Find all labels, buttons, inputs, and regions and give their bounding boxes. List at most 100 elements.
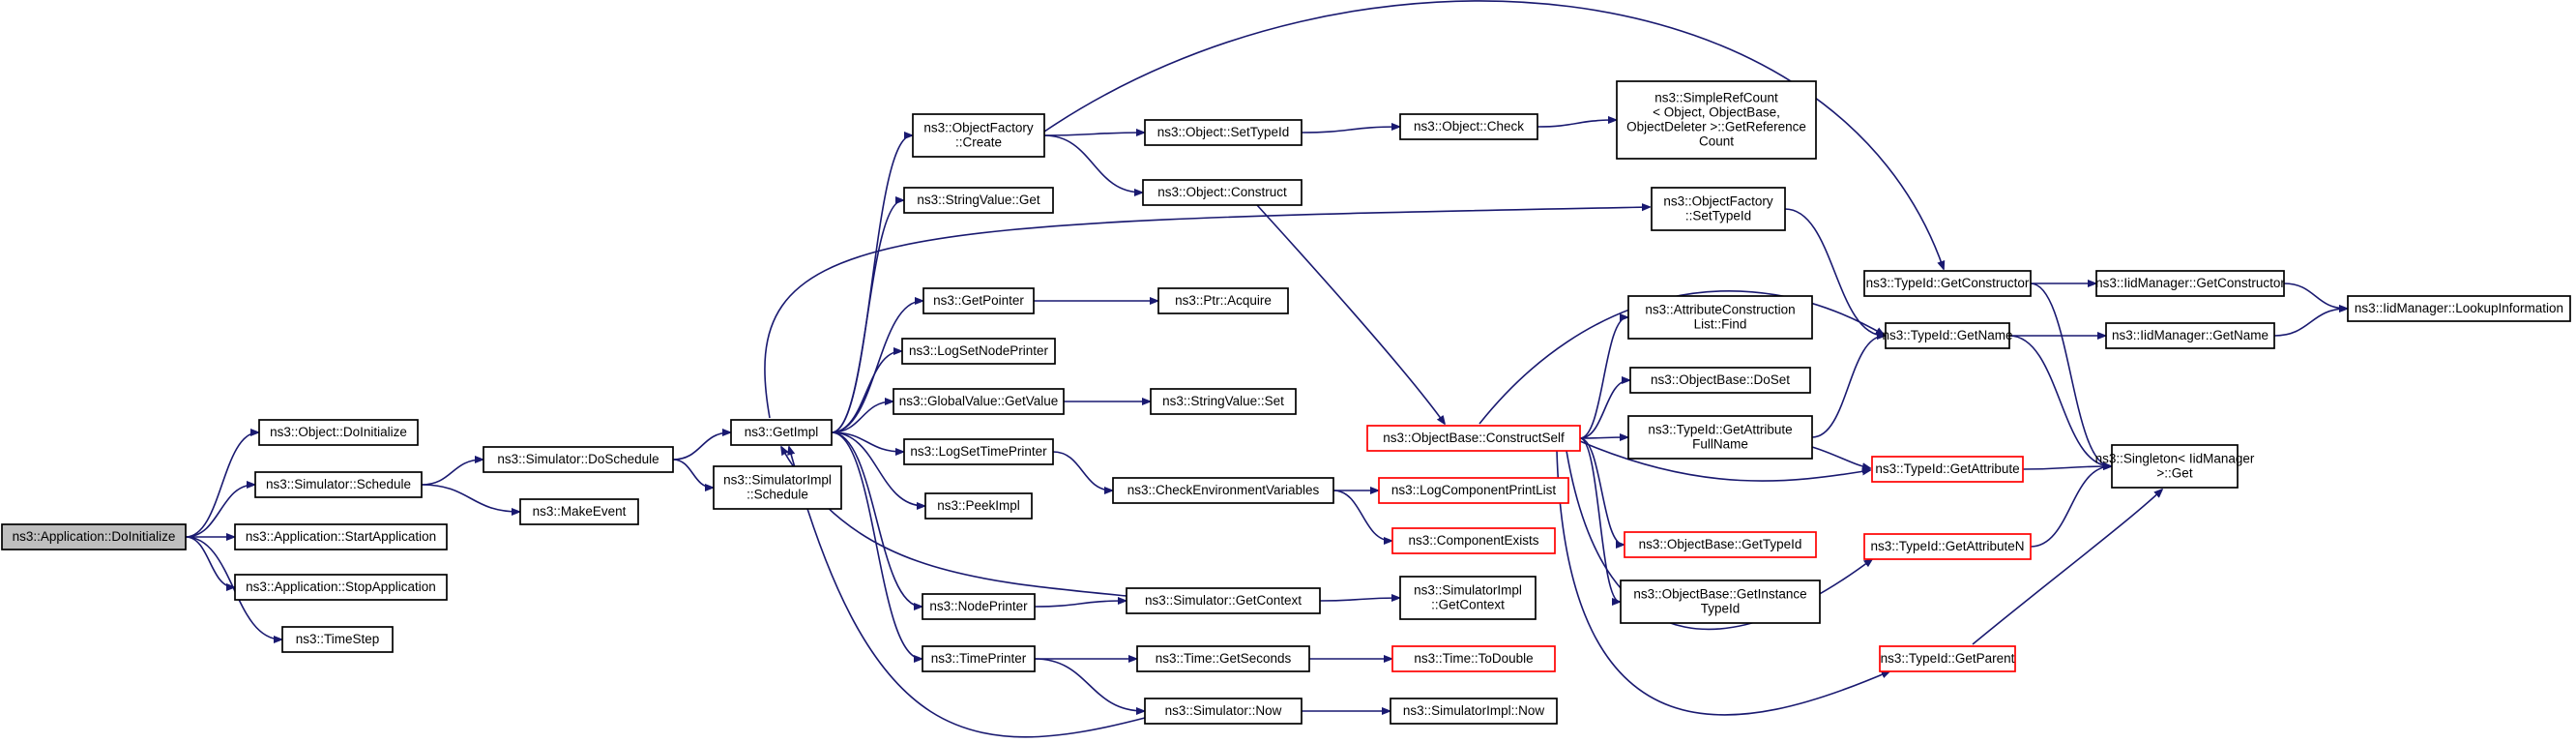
node-singleton-iidmanager-get[interactable]: ns3::Singleton< IidManager>::Get	[2095, 444, 2255, 489]
node-label: ns3::Object::DoInitialize	[270, 425, 407, 439]
node-label: ns3::TypeId::GetAttribute	[1875, 461, 2019, 476]
edge-getimpl-to-logsetnodeprinter	[831, 351, 901, 433]
node-box	[1142, 179, 1303, 206]
node-time-getseconds[interactable]: ns3::Time::GetSeconds	[1136, 645, 1310, 672]
node-box	[2095, 270, 2285, 297]
node-box	[2111, 444, 2239, 489]
node-label: < Object, ObjectBase,	[1653, 105, 1780, 120]
node-makeevent[interactable]: ns3::MakeEvent	[519, 498, 639, 525]
node-ptr-acquire[interactable]: ns3::Ptr::Acquire	[1157, 287, 1289, 314]
node-objectbase-doset[interactable]: ns3::ObjectBase::DoSet	[1629, 367, 1811, 394]
node-label: ns3::Singleton< IidManager	[2095, 452, 2255, 466]
node-box	[922, 593, 1036, 620]
node-box	[1391, 645, 1556, 672]
node-simulatorimpl-now[interactable]: ns3::SimulatorImpl::Now	[1390, 698, 1558, 725]
node-typeid-getattribute[interactable]: ns3::TypeId::GetAttribute	[1871, 456, 2024, 483]
node-application-stopapplication[interactable]: ns3::Application::StopApplication	[234, 574, 448, 601]
edge-getimpl-to-timeprinter	[831, 431, 922, 659]
node-label: ns3::ObjectBase::GetInstance	[1633, 587, 1806, 602]
node-simulator-getcontext[interactable]: ns3::Simulator::GetContext	[1126, 587, 1321, 614]
node-object-settypeid[interactable]: ns3::Object::SetTypeId	[1144, 119, 1303, 146]
node-objectbase-gettypeid[interactable]: ns3::ObjectBase::GetTypeId	[1624, 531, 1817, 558]
node-time-todouble[interactable]: ns3::Time::ToDouble	[1391, 645, 1556, 672]
node-checkenvironmentvariables[interactable]: ns3::CheckEnvironmentVariables	[1112, 477, 1334, 504]
node-label: ns3::TimeStep	[296, 632, 380, 646]
node-componentexists[interactable]: ns3::ComponentExists	[1391, 527, 1556, 554]
node-nodeprinter[interactable]: ns3::NodePrinter	[922, 593, 1036, 620]
node-simulatorimpl-schedule[interactable]: ns3::SimulatorImpl::Schedule	[713, 465, 842, 510]
edge-getimpl-to-stringvalue-get	[831, 200, 903, 433]
node-logsettimeprinter[interactable]: ns3::LogSetTimePrinter	[903, 438, 1054, 465]
node-box	[254, 471, 423, 498]
node-label: ObjectDeleter >::GetReference	[1626, 120, 1806, 134]
edge-timeprinter-to-simulator-now	[1034, 658, 1144, 711]
node-box	[1885, 322, 2010, 349]
node-globalvalue-getvalue[interactable]: ns3::GlobalValue::GetValue	[893, 388, 1065, 415]
node-simulator-now[interactable]: ns3::Simulator::Now	[1144, 698, 1303, 725]
node-label: ns3::Object::Construct	[1157, 185, 1287, 199]
node-stringvalue-set[interactable]: ns3::StringValue::Set	[1150, 388, 1297, 415]
node-timestep[interactable]: ns3::TimeStep	[281, 626, 394, 653]
node-label: ns3::IidManager::GetConstructor	[2095, 276, 2285, 290]
node-label: ns3::SimulatorImpl::Now	[1403, 703, 1545, 718]
edge-objectfactory-settypeid-to-typeid-getname	[1784, 208, 1885, 336]
edge-simulator-doschedule-to-getimpl	[672, 432, 730, 461]
node-label: ns3::SimulatorImpl	[1414, 583, 1522, 598]
node-iidmanager-getconstructor[interactable]: ns3::IidManager::GetConstructor	[2095, 270, 2285, 297]
node-simulatorimpl-getcontext[interactable]: ns3::SimulatorImpl::GetContext	[1399, 576, 1537, 620]
node-label: ns3::CheckEnvironmentVariables	[1127, 483, 1320, 497]
node-box	[730, 419, 833, 446]
node-label: ns3::Application::DoInitialize	[13, 529, 176, 544]
node-getimpl[interactable]: ns3::GetImpl	[730, 419, 833, 446]
node-application-doinitialize[interactable]: ns3::Application::DoInitialize	[1, 523, 187, 550]
edge-objectbase-constructself-to-objectbase-gettypeid	[1579, 437, 1624, 545]
node-simulator-schedule[interactable]: ns3::Simulator::Schedule	[254, 471, 423, 498]
node-timeprinter[interactable]: ns3::TimePrinter	[922, 645, 1036, 672]
node-typeid-getconstructor[interactable]: ns3::TypeId::GetConstructor	[1863, 270, 2032, 297]
node-objectbase-constructself[interactable]: ns3::ObjectBase::ConstructSelf	[1366, 425, 1581, 452]
edge-typeid-getattribute-to-singleton-iidmanager-get	[2022, 466, 2111, 469]
edge-getimpl-to-objectfactory-settypeid	[764, 207, 1650, 419]
edge-simulator-schedule-to-makeevent	[421, 484, 519, 512]
node-typeid-getattributen[interactable]: ns3::TypeId::GetAttributeN	[1863, 533, 2032, 560]
node-label: ns3::Time::ToDouble	[1414, 651, 1533, 666]
node-label: ns3::IidManager::LookupInformation	[2355, 301, 2563, 315]
node-objectfactory-create[interactable]: ns3::ObjectFactory::Create	[912, 113, 1045, 158]
node-iidmanager-getname[interactable]: ns3::IidManager::GetName	[2105, 322, 2275, 349]
node-simulator-doschedule[interactable]: ns3::Simulator::DoSchedule	[483, 446, 674, 473]
node-box	[1399, 113, 1538, 140]
node-box	[1616, 80, 1817, 160]
node-box	[1863, 270, 2032, 297]
node-box	[483, 446, 674, 473]
node-box	[1112, 477, 1334, 504]
node-label: ::Create	[955, 135, 1002, 150]
node-object-check[interactable]: ns3::Object::Check	[1399, 113, 1538, 140]
node-object-construct[interactable]: ns3::Object::Construct	[1142, 179, 1303, 206]
node-label: ns3::TypeId::GetName	[1882, 328, 2012, 342]
node-stringvalue-get[interactable]: ns3::StringValue::Get	[903, 187, 1054, 214]
edge-simulator-doschedule-to-simulatorimpl-schedule	[672, 459, 713, 488]
node-objectfactory-settypeid[interactable]: ns3::ObjectFactory::SetTypeId	[1651, 187, 1786, 231]
node-label: ns3::LogSetTimePrinter	[910, 444, 1047, 459]
node-application-startapplication[interactable]: ns3::Application::StartApplication	[234, 523, 448, 550]
node-typeid-getparent[interactable]: ns3::TypeId::GetParent	[1879, 645, 2016, 672]
node-simplerefcount-object-objectbase-objectdeleter-getreference-count[interactable]: ns3::SimpleRefCount< Object, ObjectBase,…	[1616, 80, 1817, 160]
node-iidmanager-lookupinformation[interactable]: ns3::IidManager::LookupInformation	[2347, 295, 2571, 322]
node-box	[1150, 388, 1297, 415]
node-typeid-getname[interactable]: ns3::TypeId::GetName	[1882, 322, 2013, 349]
node-getpointer[interactable]: ns3::GetPointer	[922, 287, 1035, 314]
node-object-doinitialize[interactable]: ns3::Object::DoInitialize	[258, 419, 419, 446]
node-peekimpl[interactable]: ns3::PeekImpl	[924, 492, 1033, 520]
node-logcomponentprintlist[interactable]: ns3::LogComponentPrintList	[1378, 477, 1569, 504]
node-label: ns3::TypeId::GetConstructor	[1866, 276, 2030, 290]
node-logsetnodeprinter[interactable]: ns3::LogSetNodePrinter	[901, 338, 1056, 365]
node-label: ns3::Application::StartApplication	[246, 529, 436, 544]
node-box	[713, 465, 842, 510]
edge-application-doinitialize-to-timestep	[185, 536, 281, 639]
edge-objectbase-constructself-to-attributeconstruction-list-find	[1579, 317, 1627, 439]
node-label: ns3::ObjectFactory	[1663, 194, 1773, 209]
node-box	[922, 645, 1036, 672]
